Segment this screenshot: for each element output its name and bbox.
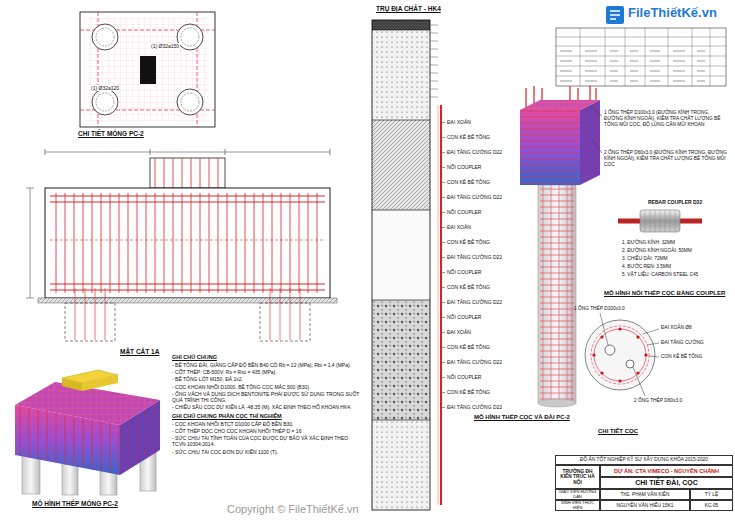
leader-line (442, 302, 445, 303)
annotation-text: 2. ĐƯỜNG KÍNH NGOÀI: 50MM (622, 248, 692, 254)
annotation-text: Copyright © FileThiếtKế.vn (226, 503, 360, 516)
title-block-cell: TRƯỜNG ĐH KIẾN TRÚC HÀ NỘI (555, 465, 600, 489)
annotation-text: - CỌC KHOAN NHỒI BTCT D1000 CẤP ĐỘ BỀN B… (172, 421, 360, 427)
annotation-text: (1) Ø32a120 (90, 85, 120, 91)
annotation-text: CHI TIẾT MÓNG PC-2 (78, 130, 144, 138)
cell-text: TRƯỜNG ĐH KIẾN TRÚC HÀ NỘI (557, 469, 598, 486)
title-block-cell: GIÁO VIÊN HƯỚNG DẪN (555, 489, 600, 500)
leader-line (442, 197, 445, 198)
leader-line (442, 377, 445, 378)
annotation-text: 3. CHIỀU DÀI: 72MM (622, 256, 668, 262)
annotation-text: - CHIỀU SÂU CỌC DỰ KIẾN LÀ -48.35 (M), X… (172, 404, 360, 410)
cell-text: CHI TIẾT ĐÀI, CỌC (635, 479, 698, 487)
title-block-cell: KC-05 (690, 500, 733, 511)
annotation-text: ĐAI TĂNG CƯỜNG D22 (447, 194, 502, 200)
leader-line (442, 257, 445, 258)
annotation-text: - BÊ TÔNG ĐÀI, GIẰNG CẤP ĐỘ BỀN B40 CÓ R… (172, 362, 360, 368)
annotation-text: ĐAI XOẮN (447, 119, 471, 125)
annotation-text: MẶT CẮT 1A (120, 348, 159, 356)
cell-text: KC-05 (705, 503, 719, 509)
leader-line (442, 122, 445, 123)
leader-line (442, 407, 445, 408)
annotation-text: NỐI COUPLER (447, 209, 481, 215)
annotation-text: 2 ỐNG THÉP D60x3.0 (634, 398, 682, 404)
annotation-text: CON KÊ BÊ TÔNG (447, 389, 490, 395)
annotation-text: ĐAI TĂNG CƯỜNG D22 (447, 404, 502, 410)
leader-line (442, 317, 445, 318)
title-block-cell: ThS. PHẠM VĂN KIÊN (600, 489, 690, 500)
cell-text: ThS. PHẠM VĂN KIÊN (620, 492, 669, 498)
annotation-text: CON KÊ BÊ TÔNG (661, 354, 702, 360)
annotation-text: CON KÊ BÊ TÔNG (447, 134, 490, 140)
annotation-text: ĐAI TĂNG CƯỜNG D22 (447, 254, 502, 260)
annotation-text: (1) Ø32a150 (150, 43, 180, 49)
cell-text: NGUYỄN VĂN HIẾU 15K1 (616, 503, 673, 509)
annotation-text: GHI CHÚ CHUNG PHẦN CỌC THÍ NGHIỆM (172, 413, 360, 420)
leader-line (442, 392, 445, 393)
annotation-text: ĐAI TĂNG CƯỜNG D22 (447, 299, 502, 305)
annotation-text: - ỐNG VÁCH VÀ DUNG DỊCH BENTONITE PHẢI Đ… (172, 391, 360, 404)
annotation-text: REBAR COUPLER D32 (648, 199, 702, 205)
leader-line (442, 167, 445, 168)
title-block-cell: DỰ ÁN: CTA VIMECO - NGUYỄN CHÁNH (600, 465, 733, 477)
annotation-text: - CỐT THÉP: CB-500V; Rs = Rsc = 435 (MPa… (172, 369, 360, 375)
cell-text: DỰ ÁN: CTA VIMECO - NGUYỄN CHÁNH (614, 468, 719, 474)
annotation-text: ĐAI TĂNG CƯỜNG D22 (447, 149, 502, 155)
annotation-text: ĐAI XOẮN (447, 224, 471, 230)
title-block-cell: CHI TIẾT ĐÀI, CỌC (600, 477, 733, 489)
notes-block: GHI CHÚ CHUNG- BÊ TÔNG ĐÀI, GIẰNG CẤP ĐỘ… (172, 352, 360, 456)
leader-line (442, 287, 445, 288)
cell-text: ĐỒ ÁN TỐT NGHIỆP KỸ SƯ XÂY DỰNG KHÓA 201… (580, 457, 708, 463)
annotation-text: NỐI COUPLER (447, 269, 481, 275)
leader-line (442, 272, 445, 273)
annotation-text: ĐAI TĂNG CƯỜNG (661, 340, 704, 346)
title-block-cell: SINH VIÊN THỰC HIỆN (555, 500, 600, 511)
annotation-text: 2 ỐNG THÉP D60x3.0 (ĐƯỜNG KÍNH TRONG, ĐƯ… (604, 150, 729, 167)
annotation-text: CON KÊ BÊ TÔNG (447, 179, 490, 185)
leader-line (442, 212, 445, 213)
annotation-text: ĐAI XOẮN (447, 329, 471, 335)
leader-line (442, 332, 445, 333)
annotation-text: NỐI COUPLER (447, 164, 481, 170)
annotation-text: TRỤ ĐỊA CHẤT - HK4 (376, 5, 441, 13)
annotation-text: 5. VẬT LIỆU: CARBON STEEL C45 (622, 272, 698, 278)
annotation-text: NỐI COUPLER (447, 314, 481, 320)
annotation-text: - CỐT THÉP DỌC CHO CỌC KHOAN NHỒI THÉP D… (172, 428, 360, 434)
title-block-cell: NGUYỄN VĂN HIẾU 15K1 (600, 500, 690, 511)
annotation-text: FileThiếtKế.vn (628, 5, 717, 21)
annotation-text: 1 ỐNG THÉP D100x3.0 (574, 306, 625, 312)
annotation-text: - CỌC KHOAN NHỒI D1000, BÊ TÔNG CỌC MÁC … (172, 384, 360, 390)
leader-line (442, 362, 445, 363)
annotation-text: 1 ỐNG THÉP D100x3.0 (ĐƯỜNG KÍNH TRONG, Đ… (604, 110, 729, 127)
annotation-text: - BÊ TÔNG LÓT M150, ĐÁ 1x2. (172, 376, 360, 382)
annotation-text: CON KÊ BÊ TÔNG (447, 239, 490, 245)
annotation-text: CON KÊ BÊ TÔNG (447, 344, 490, 350)
title-block-cell: TỶ LỆ (690, 489, 733, 500)
annotation-text: CON KÊ BÊ TÔNG (447, 284, 490, 290)
leader-line (442, 152, 445, 153)
annotation-text: MÔ HÌNH NỐI THÉP CỌC BẰNG COUPLER (604, 290, 725, 297)
annotation-text: NỐI COUPLER (447, 374, 481, 380)
leader-line (442, 137, 445, 138)
cell-text: GIÁO VIÊN HƯỚNG DẪN (557, 490, 598, 499)
annotation-text: - SỨC CHỊU TẢI TÍNH TOÁN CỦA CỌC ĐƯỢC DỰ… (172, 435, 360, 448)
annotation-text: ĐAI XOẮN Ø8 (661, 325, 692, 331)
annotation-text: - SỨC CHỊU TẢI CỌC ĐƠN DỰ KIẾN 1100 (T). (172, 449, 360, 455)
annotation-text: 1. ĐƯỜNG KÍNH: 32MM (622, 240, 675, 246)
annotation-text: ĐAI TĂNG CƯỜNG D22 (447, 359, 502, 365)
cell-text: SINH VIÊN THỰC HIỆN (557, 501, 598, 510)
cell-text: TỶ LỆ (705, 492, 718, 498)
annotation-text: CHI TIẾT CỌC (598, 428, 638, 435)
annotation-text: GHI CHÚ CHUNG (172, 354, 360, 361)
annotation-text: MÔ HÌNH THÉP CỌC VÀ ĐÀI PC-2 (474, 414, 570, 421)
leader-line (442, 347, 445, 348)
title-block-cell: ĐỒ ÁN TỐT NGHIỆP KỸ SƯ XÂY DỰNG KHÓA 201… (555, 455, 733, 465)
annotation-text: MÔ HÌNH THÉP MÓNG PC-2 (32, 500, 118, 508)
annotation-text: 4. BƯỚC REN: 3.5MM (622, 264, 671, 270)
leader-line (442, 227, 445, 228)
leader-line (442, 182, 445, 183)
leader-line (442, 242, 445, 243)
